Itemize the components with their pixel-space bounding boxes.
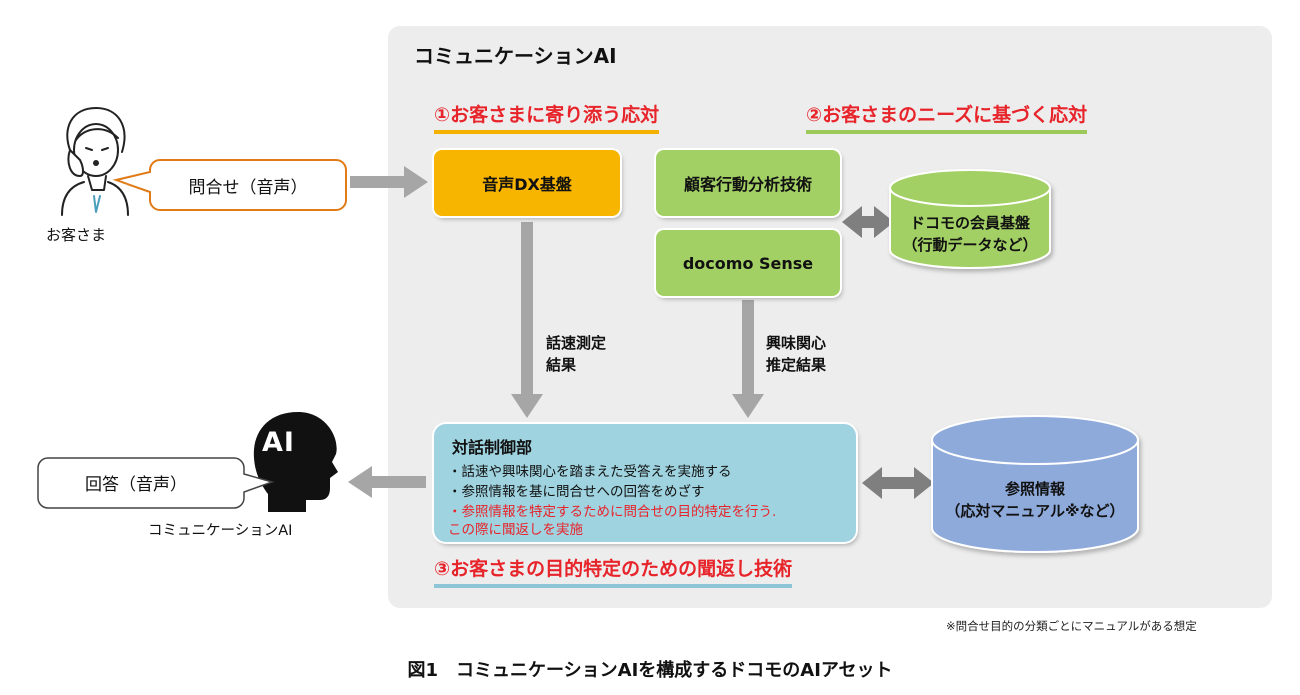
- interest-estimate-label: 推定結果: [766, 356, 827, 374]
- dialogue-control-node: 対話制御部 ・話速や興味関心を踏まえた受答えを実施する ・参照情報を基に問合せへ…: [434, 424, 856, 542]
- voice-dx-platform-node: 音声DX基盤: [434, 150, 620, 216]
- dialogue-line: ・話速や興味関心を踏まえた受答えを実施する: [448, 464, 732, 480]
- heading-needs-based-response: ②お客さまのニーズに基づく応対: [806, 100, 1088, 134]
- interest-estimate-label: 興味関心: [766, 334, 827, 352]
- arrow-inquiry-to-dx: [350, 166, 428, 198]
- docomo-sense-node: docomo Sense: [656, 230, 840, 296]
- reference-db-cylinder: [931, 415, 1139, 553]
- footnote: ※問合せ目的の分類ごとにマニュアルがある想定: [946, 619, 1197, 633]
- arrow-dialogue-reference-db: [862, 467, 934, 499]
- member-db-cylinder: [889, 169, 1051, 269]
- customer-label: お客さま: [46, 226, 107, 244]
- ai-head-text: AI: [262, 427, 295, 458]
- heading-clarification-technique: ③お客さまの目的特定のための聞返し技術: [434, 554, 793, 588]
- arrow-nodes-member-db: [842, 206, 894, 238]
- customer-behavior-analysis-node: 顧客行動分析技術: [656, 150, 840, 216]
- heading-empathetic-response: ①お客さまに寄り添う応対: [434, 100, 660, 134]
- speech-rate-label: 話速測定: [546, 334, 607, 352]
- figure-caption: 図1 コミュニケーションAIを構成するドコモのAIアセット: [407, 660, 893, 681]
- ai-head-icon: [253, 412, 338, 512]
- arrow-sense-to-dialogue: [732, 300, 764, 418]
- member-db-label: ドコモの会員基盤: [909, 214, 1030, 232]
- panel-title: コミュニケーションAI: [414, 44, 617, 68]
- inquiry-bubble: [112, 159, 347, 211]
- answer-bubble-text: 回答（音声）: [85, 475, 187, 495]
- arrow-dialogue-to-ai: [348, 466, 426, 498]
- speech-rate-label: 結果: [546, 356, 577, 374]
- inquiry-bubble-text: 問合せ（音声）: [188, 178, 308, 198]
- answer-bubble: [37, 457, 275, 509]
- reference-db-label: 参照情報: [1004, 480, 1065, 498]
- dialogue-line: ・参照情報を基に問合せへの回答をめざす: [448, 484, 705, 500]
- dialogue-line-highlight: ・参照情報を特定するために問合せの目的特定を行う.: [448, 504, 777, 520]
- dialogue-line-highlight: この際に聞返しを実施: [448, 522, 583, 538]
- member-db-sublabel: （行動データなど）: [902, 236, 1038, 254]
- reference-db-sublabel: （応対マニュアル※など）: [945, 502, 1125, 520]
- arrow-dx-to-dialogue: [511, 222, 543, 418]
- customer-icon: [61, 107, 129, 216]
- communication-ai-label: コミュニケーションAI: [148, 523, 293, 539]
- dialogue-control-title: 対話制御部: [452, 438, 533, 457]
